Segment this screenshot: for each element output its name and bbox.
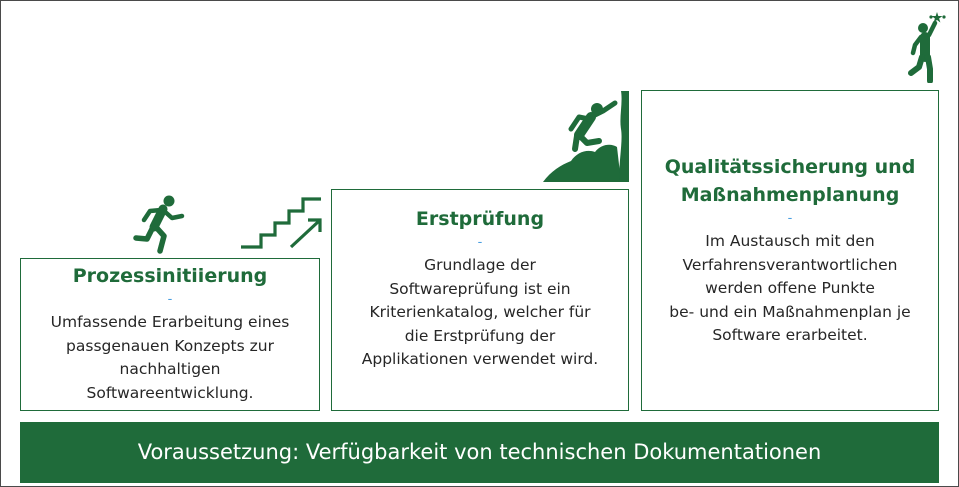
step-box-prozessinitiierung: Prozessinitiierung - Umfassende Erarbeit… [20,258,320,411]
step-description: Umfassende Erarbeitung eines passgenauen… [50,313,290,402]
step-description: Grundlage der Softwareprüfung ist ein Kr… [361,256,599,368]
step-box-erstpruefung: Erstprüfung - Grundlage der Softwareprüf… [331,189,629,411]
step-title: Prozessinitiierung [72,265,268,287]
step-separator: - [167,292,173,307]
step-description: Im Austausch mit den Verfahrensverantwor… [669,232,911,344]
step-box-qualitaetssicherung: Qualitätssicherung und Maßnahmenplanung … [641,90,939,411]
climbing-person-icon [543,91,629,182]
running-person-icon [133,195,185,254]
prerequisite-banner: Voraussetzung: Verfügbarkeit von technis… [20,422,939,483]
step-title: Qualitätssicherung und Maßnahmenplanung [664,156,916,206]
stairs-arrow-icon [241,197,322,249]
step-separator: - [477,235,483,250]
step-separator: - [787,211,793,226]
celebrating-person-icon [908,12,946,83]
step-title: Erstprüfung [415,208,545,230]
